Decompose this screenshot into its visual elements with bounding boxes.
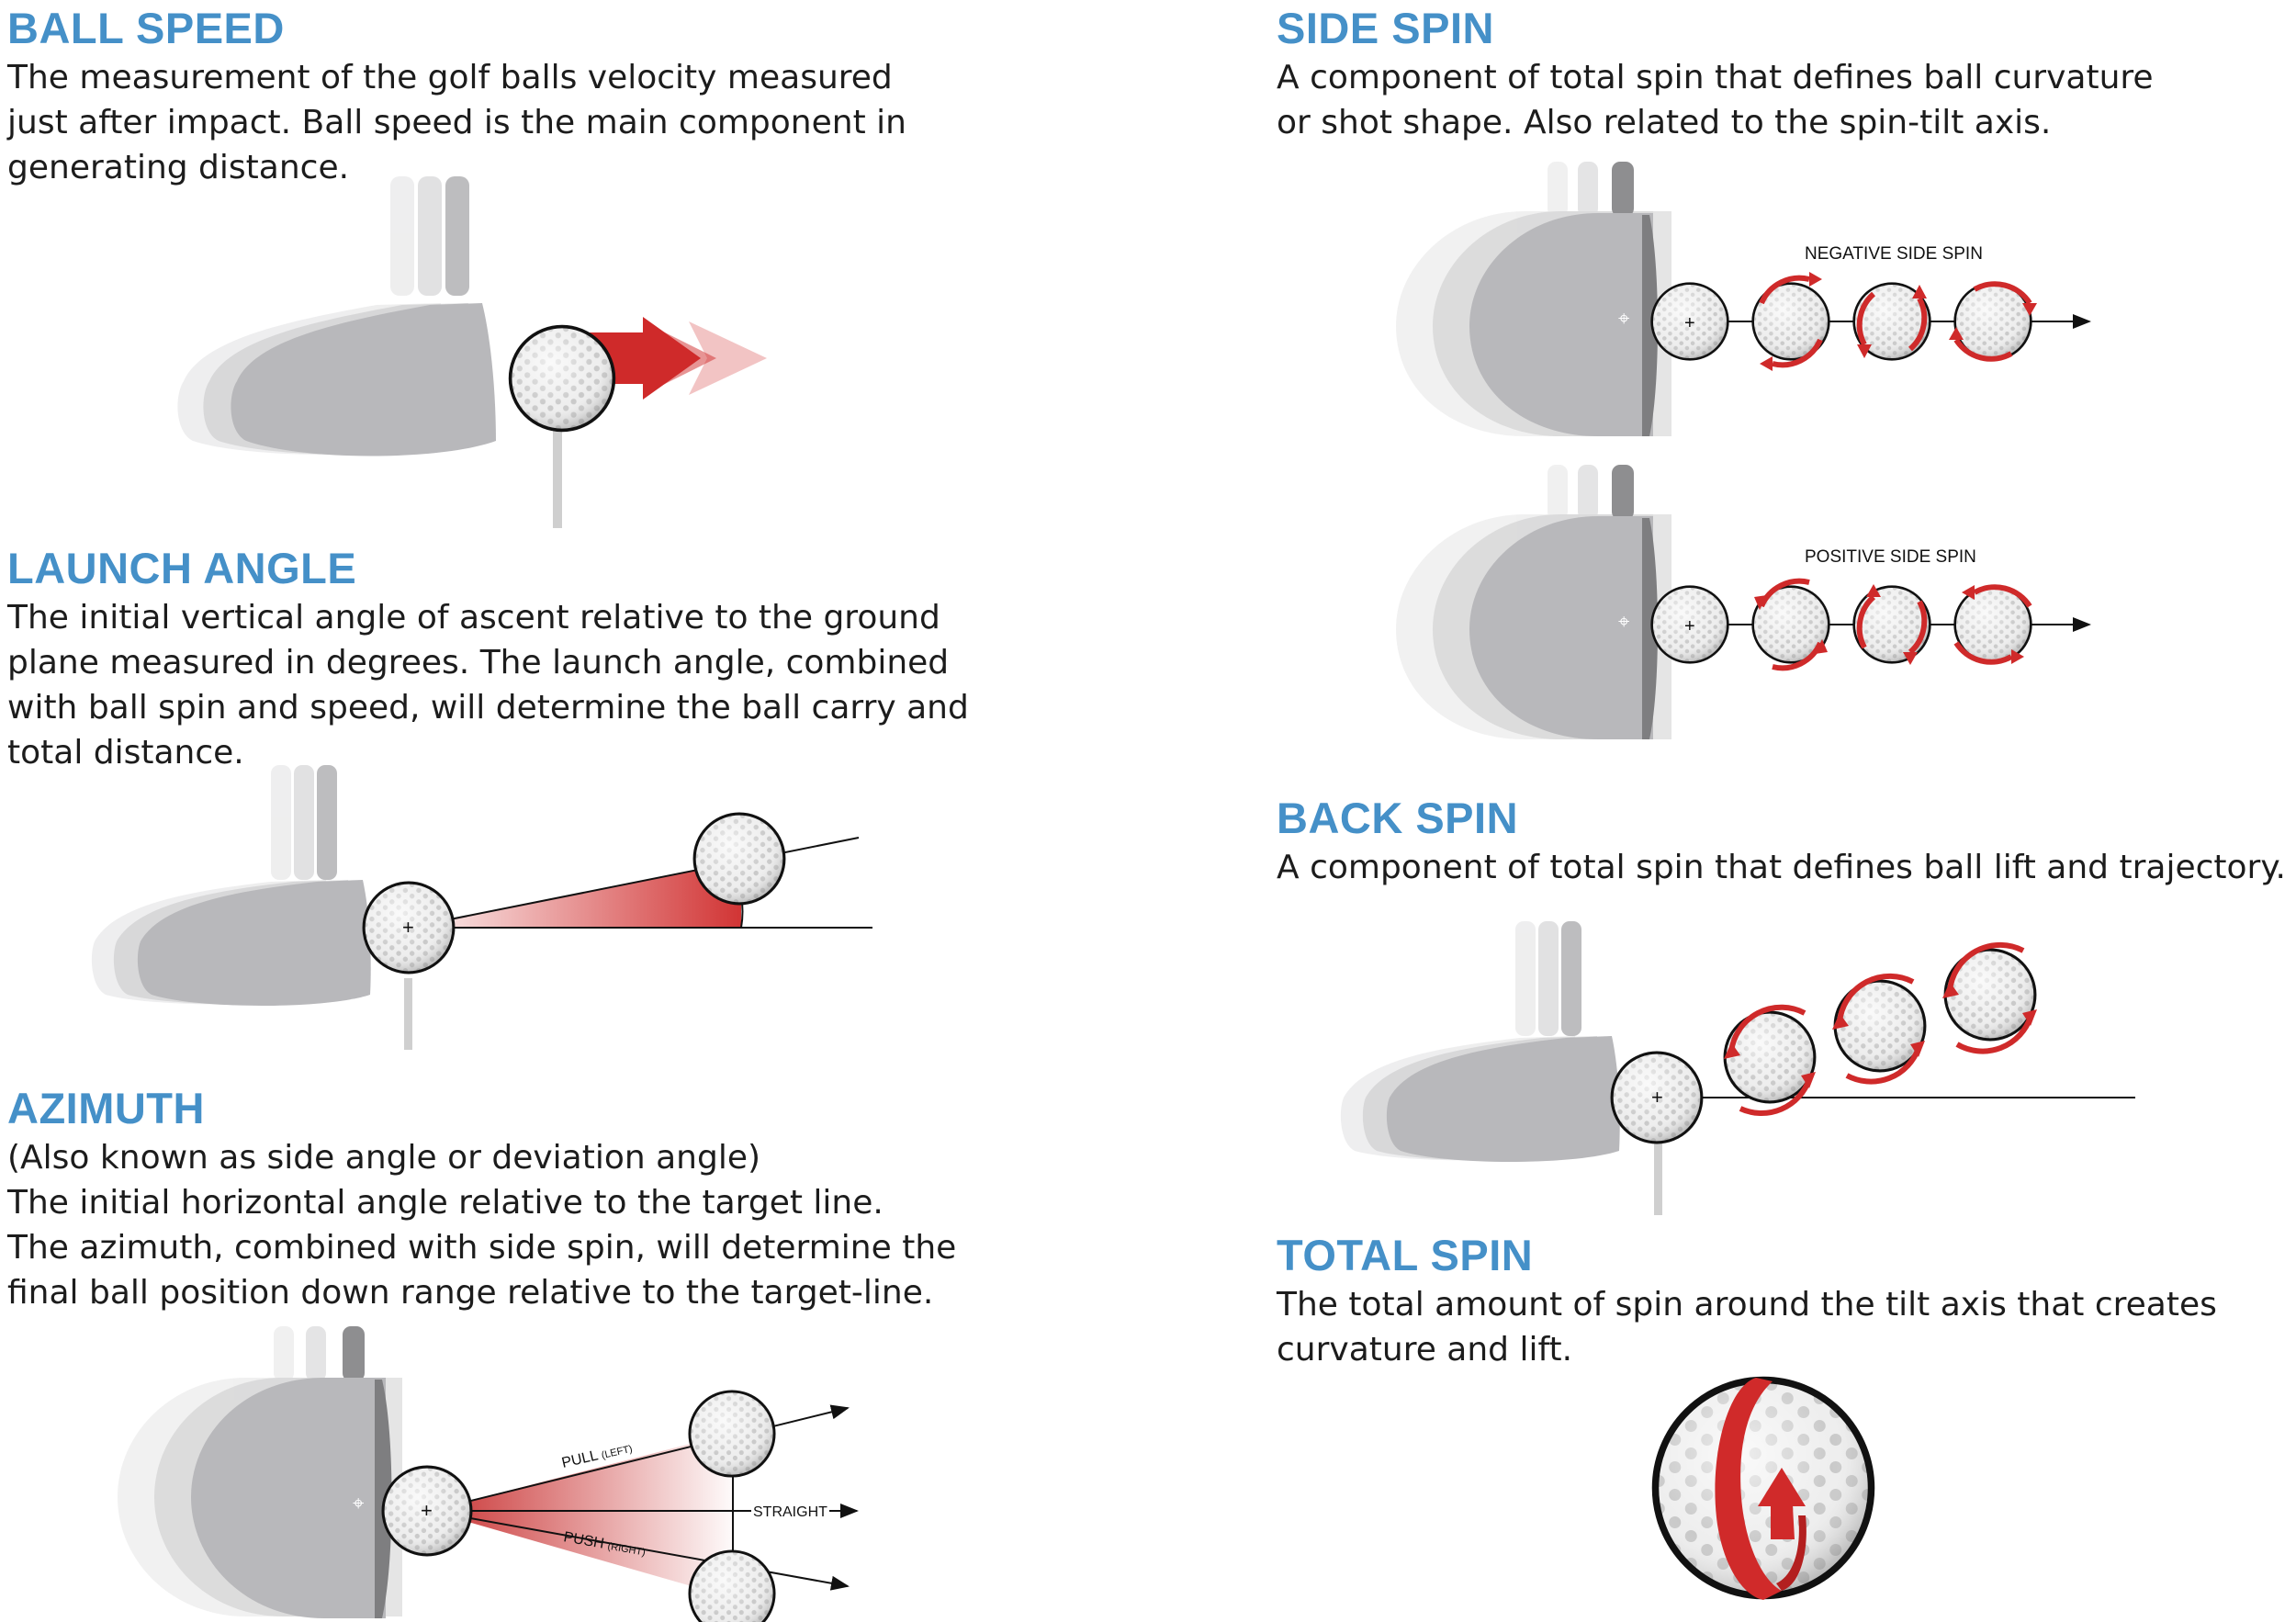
launch-angle-line-3: with ball spin and speed, will determine… xyxy=(7,689,969,727)
side-spin-section: SIDE SPIN A component of total spin that… xyxy=(1277,4,2154,145)
azimuth-line-1: (Also known as side angle or deviation a… xyxy=(7,1139,761,1177)
svg-text:⌖: ⌖ xyxy=(1618,307,1629,330)
back-spin-arrows xyxy=(1728,941,2033,1117)
svg-text:+: + xyxy=(1651,1086,1663,1109)
side-spin-description: A component of total spin that defines b… xyxy=(1277,55,2154,145)
total-spin-description: The total amount of spin around the tilt… xyxy=(1277,1282,2217,1372)
club-head: ⌖ xyxy=(1469,162,1658,436)
total-spin-title: TOTAL SPIN xyxy=(1277,1231,1534,1279)
svg-text:+: + xyxy=(1684,616,1695,636)
ball-speed-line-1: The measurement of the golf balls veloci… xyxy=(7,59,893,96)
back-spin-title: BACK SPIN xyxy=(1277,794,1519,842)
ball-speed-section: BALL SPEED The measurement of the golf b… xyxy=(7,4,906,190)
total-spin-line-2: curvature and lift. xyxy=(1277,1331,1573,1369)
club-head xyxy=(231,176,496,456)
tilt-axis-spin-arrow xyxy=(1715,1378,1806,1600)
ball-speed-line-2: just after impact. Ball speed is the mai… xyxy=(7,104,906,141)
azimuth-line-3: The azimuth, combined with side spin, wi… xyxy=(7,1229,957,1267)
push-ball xyxy=(688,1549,776,1622)
azimuth-line-4: final ball position down range relative … xyxy=(7,1274,934,1312)
side-spin-line-2: or shot shape. Also related to the spin-… xyxy=(1277,104,2052,141)
push-line xyxy=(429,1510,850,1591)
ball-center-mark: + xyxy=(421,1499,433,1522)
positive-spin-arrows xyxy=(1759,578,2032,671)
azimuth-line-2: The initial horizontal angle relative to… xyxy=(7,1184,884,1222)
total-spin-section: TOTAL SPIN The total amount of spin arou… xyxy=(1277,1231,2217,1372)
azimuth-wedge xyxy=(430,1433,733,1598)
back-spin-description: A component of total spin that defines b… xyxy=(1277,845,2286,890)
back-spin-ball-1 xyxy=(1723,1010,1817,1104)
svg-text:+: + xyxy=(1684,313,1695,333)
ball-speed-title: BALL SPEED xyxy=(7,4,285,52)
azimuth-title: AZIMUTH xyxy=(7,1084,205,1132)
golf-ball xyxy=(508,324,616,433)
launch-angle-line-1: The initial vertical angle of ascent rel… xyxy=(7,599,940,636)
positive-side-spin-illustration: ⌖ POSITIVE SIDE SPIN + xyxy=(1396,465,2091,739)
tee xyxy=(1654,1134,1662,1215)
large-golf-ball xyxy=(1656,1380,1872,1596)
pull-ball xyxy=(688,1390,776,1478)
launch-angle-description: The initial vertical angle of ascent rel… xyxy=(7,595,969,775)
svg-text:⌖: ⌖ xyxy=(1618,610,1629,633)
side-spin-line-1: A component of total spin that defines b… xyxy=(1277,59,2154,96)
azimuth-illustration: ⌖ + PULL (LEFT) STRAIGHT PUSH (RIGHT) xyxy=(118,1326,859,1622)
launch-angle-line-2: plane measured in degrees. The launch an… xyxy=(7,644,950,681)
back-spin-illustration: + xyxy=(1340,921,2135,1215)
club-head xyxy=(1386,921,1620,1162)
back-spin-section: BACK SPIN A component of total spin that… xyxy=(1277,794,2286,890)
ball-speed-illustration xyxy=(177,176,767,528)
total-spin-line-1: The total amount of spin around the tilt… xyxy=(1277,1286,2217,1324)
club-head: ⌖ xyxy=(1469,465,1658,739)
launch-angle-title: LAUNCH ANGLE xyxy=(7,544,357,592)
tee xyxy=(553,400,562,528)
ball-speed-description: The measurement of the golf balls veloci… xyxy=(7,55,906,190)
negative-side-spin-illustration: ⌖ NEGATIVE SIDE SPIN + xyxy=(1396,162,2091,436)
azimuth-description: (Also known as side angle or deviation a… xyxy=(7,1135,956,1315)
azimuth-section: AZIMUTH (Also known as side angle or dev… xyxy=(7,1084,956,1315)
svg-text:⌖: ⌖ xyxy=(353,1492,364,1515)
back-spin-line-1: A component of total spin that defines b… xyxy=(1277,849,2286,886)
launch-angle-line-4: total distance. xyxy=(7,734,244,772)
negative-side-spin-label: NEGATIVE SIDE SPIN xyxy=(1805,244,1983,264)
ball-speed-line-3: generating distance. xyxy=(7,149,350,186)
tee xyxy=(404,978,412,1050)
total-spin-illustration xyxy=(1644,1359,1883,1600)
side-spin-title: SIDE SPIN xyxy=(1277,4,1494,52)
positive-side-spin-label: POSITIVE SIDE SPIN xyxy=(1805,547,1976,567)
launched-ball xyxy=(692,812,786,906)
straight-label: STRAIGHT xyxy=(753,1504,827,1520)
club-head xyxy=(137,765,371,1006)
negative-spin-arrows xyxy=(1759,275,2032,368)
launch-angle-section: LAUNCH ANGLE The initial vertical angle … xyxy=(7,544,969,775)
launch-angle-illustration: + xyxy=(91,765,872,1050)
speed-arrows xyxy=(588,317,767,400)
pull-line xyxy=(429,1404,850,1512)
spin-ball-2 xyxy=(1852,585,1931,664)
club-head: ⌖ xyxy=(191,1326,392,1618)
ball-center-mark: + xyxy=(402,916,414,939)
